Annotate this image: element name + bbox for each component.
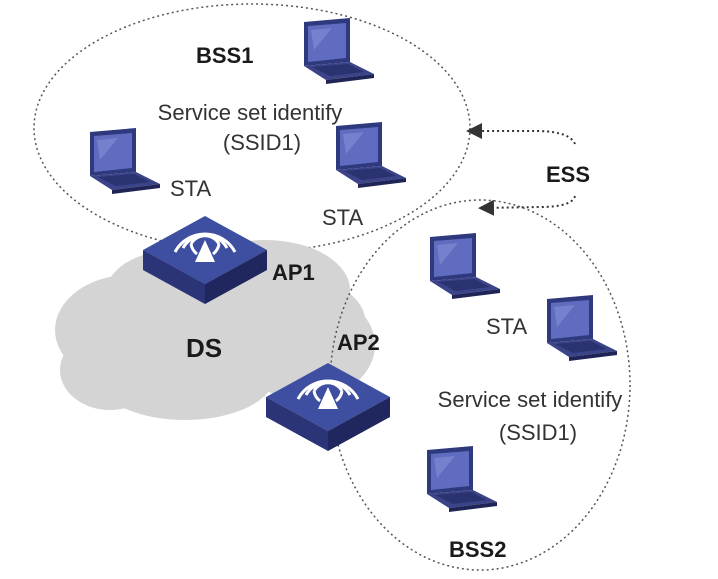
laptop-icon [90,128,160,194]
bss1-label: BSS1 [196,43,253,68]
sta-label: STA [322,205,363,230]
laptop-icon [427,446,497,512]
laptop-icon [430,233,500,299]
sta-label: STA [170,176,211,201]
bss2-boundary [329,199,631,571]
ess-label: ESS [546,162,590,187]
ap1-label: AP1 [272,260,315,285]
ap2-label: AP2 [337,330,380,355]
ess-connector-bss2 [478,195,576,216]
ssid-bss1-line1: Service set identify [158,100,343,125]
ds-label: DS [186,333,222,363]
sta-label: STA [486,314,527,339]
ess-connector-bss1 [466,123,576,145]
bss2-label: BSS2 [449,537,506,562]
bss1-boundary [33,3,471,253]
laptop-icon [304,18,374,84]
ssid-bss2-line2: (SSID1) [499,420,577,445]
ssid-bss2-line1: Service set identify [438,387,623,412]
ssid-bss1-line2: (SSID1) [223,130,301,155]
laptop-icon [336,122,406,188]
laptop-icon [547,295,617,361]
